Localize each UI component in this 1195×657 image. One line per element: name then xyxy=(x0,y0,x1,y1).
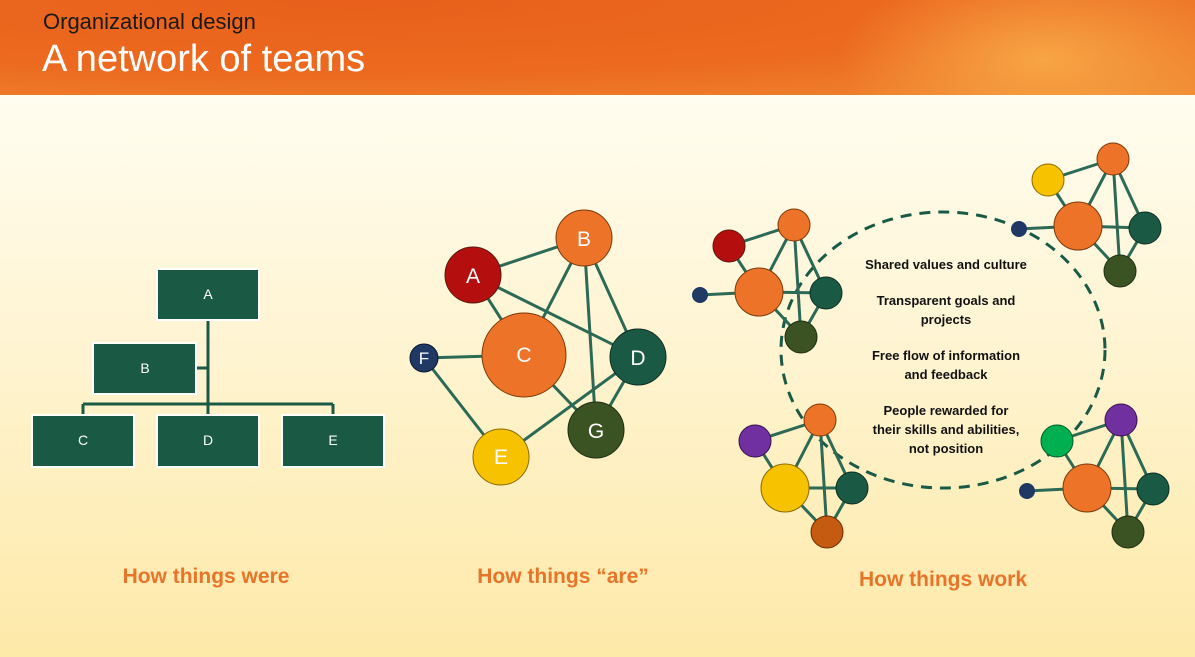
hierarchy-chart: A B C D E xyxy=(31,268,385,468)
principle-transparent-goals-line2: projects xyxy=(921,312,972,327)
caption-how-things-were: How things were xyxy=(122,565,290,588)
org-box-e: E xyxy=(281,414,385,468)
org-box-b: B xyxy=(92,342,197,395)
network-node-d-label: D xyxy=(630,347,645,370)
network-node-b: B xyxy=(555,209,613,267)
header-glow xyxy=(835,0,1195,95)
principle-free-flow-line1: Free flow of information xyxy=(872,348,1020,363)
team-cluster-top-left xyxy=(692,208,843,354)
principle-rewarded-line1: People rewarded for xyxy=(884,403,1009,418)
slide-title: A network of teams xyxy=(42,38,366,80)
network-node-g: G xyxy=(567,401,625,459)
network-node-e: E xyxy=(472,428,530,486)
network-node-a: A xyxy=(444,246,502,304)
org-box-d: D xyxy=(156,414,260,468)
principle-shared-values: Shared values and culture xyxy=(865,257,1027,272)
hierarchy-connectors xyxy=(81,320,335,415)
network-node-e-label: E xyxy=(494,446,508,469)
principle-transparent-goals-line1: Transparent goals and xyxy=(877,293,1016,308)
org-box-b-label: B xyxy=(140,360,149,376)
org-box-e-label: E xyxy=(328,432,337,448)
principle-rewarded-line3: not position xyxy=(909,441,983,456)
org-box-d-label: D xyxy=(203,432,213,448)
org-box-a: A xyxy=(156,268,260,321)
team-cluster-bottom-right xyxy=(1019,403,1170,549)
slide-subtitle: Organizational design xyxy=(43,9,256,34)
network-node-d: D xyxy=(609,328,667,386)
org-box-c: C xyxy=(31,414,135,468)
network-node-f-label: F xyxy=(419,349,429,368)
principles-text: Shared values and culture Transparent go… xyxy=(865,257,1027,456)
teams-network: Shared values and culture Transparent go… xyxy=(692,142,1170,549)
network-node-g-label: G xyxy=(588,420,604,443)
dashed-boundary-ellipse xyxy=(779,210,1107,490)
org-box-a-label: A xyxy=(203,286,213,302)
caption-how-things-work: How things work xyxy=(859,568,1027,591)
network-node-c-label: C xyxy=(516,344,531,367)
team-cluster-bottom-left xyxy=(738,403,869,549)
network-node-f: F xyxy=(409,343,439,373)
team-cluster-top-right xyxy=(1011,142,1162,288)
network-node-c: C xyxy=(481,312,567,398)
caption-how-things-are: How things “are” xyxy=(477,565,649,588)
principle-free-flow-line2: and feedback xyxy=(904,367,988,382)
network-graph: A B C D E F G xyxy=(409,209,667,486)
org-box-c-label: C xyxy=(78,432,88,448)
network-node-a-label: A xyxy=(466,265,480,288)
header-banner: Organizational design A network of teams xyxy=(0,0,1195,95)
network-node-b-label: B xyxy=(577,228,591,251)
principle-rewarded-line2: their skills and abilities, xyxy=(873,422,1020,437)
